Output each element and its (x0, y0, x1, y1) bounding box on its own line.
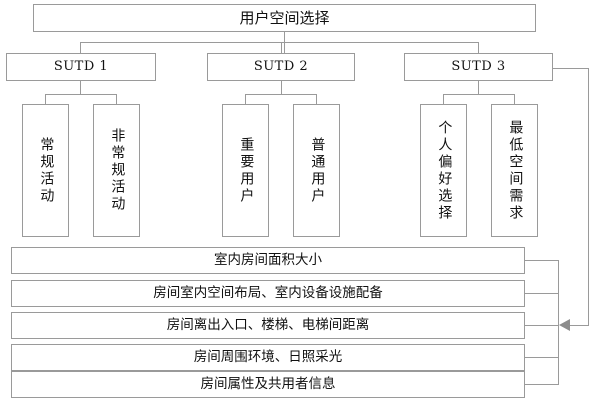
connector-attr3-stub (525, 357, 558, 358)
connector-sutd2-to-leaf4 (316, 94, 317, 104)
leaf-node-important-user[interactable]: 重要用户 (222, 104, 269, 237)
leaf-node-personal-preference[interactable]: 个人偏好选择 (420, 104, 467, 237)
connector-attr4-stub (525, 384, 558, 385)
connector-attr2-stub (525, 325, 558, 326)
connector-sutd3-feedback-in (570, 325, 589, 326)
connector-sutd1-stem (80, 81, 81, 94)
feedback-arrowhead-icon (559, 319, 570, 331)
attribute-bar-room-properties-and-sharers[interactable]: 房间属性及共用者信息 (11, 371, 525, 398)
connector-sutd3-feedback-down (588, 68, 589, 325)
connector-root-to-sutd2 (281, 42, 282, 53)
connector-sutd3-stem (478, 81, 479, 94)
attribute-bus-line (558, 260, 559, 385)
connector-sutd1-to-leaf2 (116, 94, 117, 104)
attribute-bar-distance-to-exits[interactable]: 房间离出入口、楼梯、电梯间距离 (11, 312, 525, 339)
connector-sutd3-feedback-top (553, 68, 589, 69)
connector-sutd2-stem (281, 81, 282, 94)
root-node-user-space-selection[interactable]: 用户空间选择 (33, 4, 536, 32)
connector-sutd2-to-leaf3 (245, 94, 246, 104)
connector-sutd3-to-leaf5 (443, 94, 444, 104)
connector-attr1-stub (525, 293, 558, 294)
connector-attr0-stub (525, 260, 558, 261)
connector-sutd2-bus (245, 94, 317, 95)
connector-root-bus (80, 42, 478, 43)
connector-sutd3-to-leaf6 (514, 94, 515, 104)
attribute-bar-layout-and-equipment[interactable]: 房间室内空间布局、室内设备设施配备 (11, 280, 525, 307)
leaf-node-minimum-space-requirement[interactable]: 最低空间需求 (491, 104, 538, 237)
leaf-node-ordinary-user[interactable]: 普通用户 (293, 104, 340, 237)
attribute-bar-room-area[interactable]: 室内房间面积大小 (11, 247, 525, 274)
group-node-sutd-1[interactable]: SUTD 1 (6, 53, 156, 81)
connector-root-to-sutd1 (80, 42, 81, 53)
connector-root-to-sutd3 (478, 42, 479, 53)
connector-sutd1-to-leaf1 (45, 94, 46, 104)
group-node-sutd-3[interactable]: SUTD 3 (404, 53, 553, 81)
leaf-node-regular-activity[interactable]: 常规活动 (22, 104, 69, 237)
group-node-sutd-2[interactable]: SUTD 2 (207, 53, 355, 81)
connector-sutd3-bus (443, 94, 515, 95)
leaf-node-irregular-activity[interactable]: 非常规活动 (93, 104, 140, 237)
connector-sutd1-bus (45, 94, 117, 95)
attribute-bar-environment-and-daylight[interactable]: 房间周围环境、日照采光 (11, 344, 525, 371)
